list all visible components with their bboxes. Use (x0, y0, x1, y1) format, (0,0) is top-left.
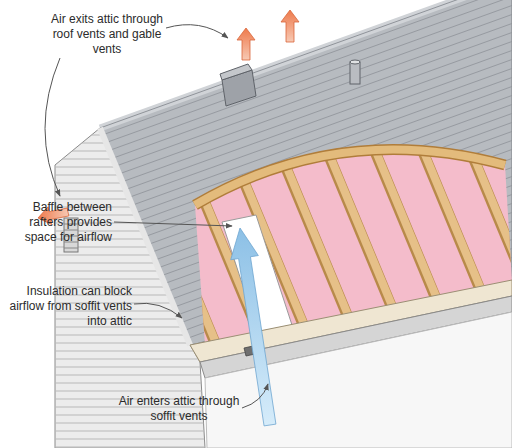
cut-edge (195, 149, 505, 205)
rafter (132, 140, 216, 343)
callout-label: Insulation can block airflow from soffit… (4, 284, 132, 329)
siding-line (50, 391, 210, 392)
airflow-arrow (237, 28, 255, 60)
rafter-edge (395, 84, 479, 287)
siding-line (50, 359, 210, 360)
rafter (308, 102, 392, 305)
siding-line (50, 447, 210, 448)
callout-label: Baffle between rafters provides space fo… (2, 200, 112, 245)
leader-line (242, 384, 268, 408)
airflow-arrow (281, 10, 299, 42)
rafter-edge (351, 93, 435, 296)
rafter-edge (307, 102, 391, 305)
rafter (396, 84, 480, 287)
leader-line (166, 25, 228, 38)
siding-line (50, 431, 210, 432)
callout-label: Air exits attic through roof vents and g… (46, 12, 168, 57)
siding-line (50, 375, 210, 376)
leader-line (114, 222, 232, 226)
shingle-rows (80, 0, 512, 448)
rafter-edge (439, 75, 512, 278)
cut-edge-face (195, 149, 505, 205)
leader-line (45, 58, 60, 196)
siding-line (50, 383, 210, 384)
siding-line (50, 367, 210, 368)
callout-label: Air enters attic through soffit vents (118, 394, 240, 424)
roof-vent (220, 64, 256, 106)
siding-line (50, 439, 210, 440)
rafter (440, 75, 512, 278)
siding-line (50, 351, 210, 352)
leader-line (134, 303, 182, 318)
rafter-edge (131, 140, 215, 343)
plumbing-vent (350, 60, 360, 84)
rafter (352, 93, 436, 296)
